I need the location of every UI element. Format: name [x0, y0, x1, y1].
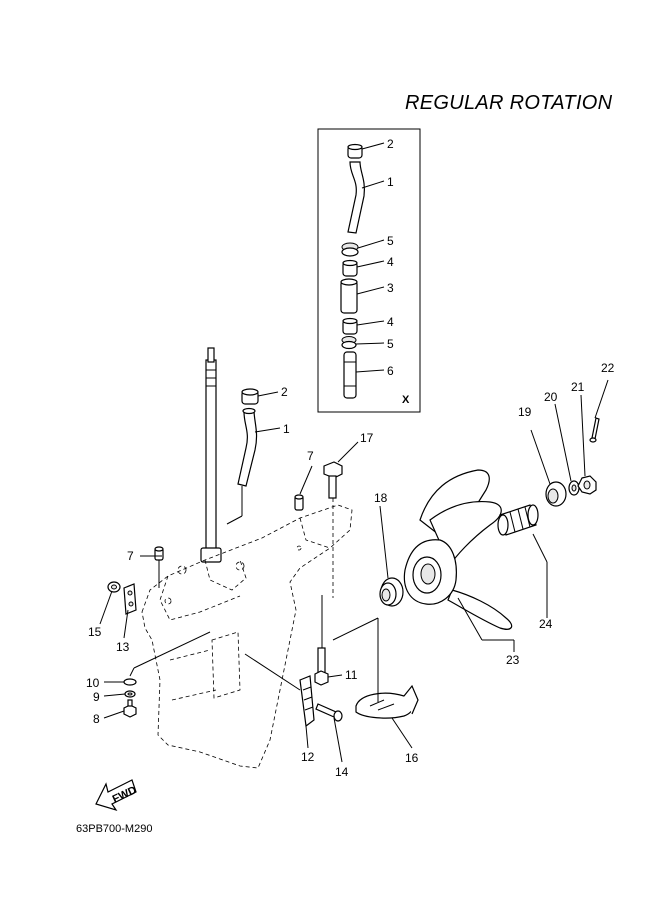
- inset-part-5-seal-top[interactable]: [341, 242, 359, 257]
- callout-5-inset-top: 5: [387, 234, 394, 248]
- fwd-arrow-icon: FWD: [95, 779, 139, 812]
- anode-16[interactable]: [355, 684, 419, 719]
- callout-12: 12: [301, 750, 315, 764]
- callout-2-inset: 2: [387, 137, 394, 151]
- callout-5-inset-bottom: 5: [387, 337, 394, 351]
- callout-7-left: 7: [127, 549, 134, 563]
- callout-4-inset-top: 4: [387, 255, 394, 269]
- callout-9: 9: [93, 690, 100, 704]
- dowel-pin-7-right[interactable]: [294, 494, 304, 511]
- inset-marker-x: X: [402, 394, 410, 406]
- inset-part-6-pipe[interactable]: [343, 351, 357, 399]
- callout-18: 18: [374, 491, 388, 505]
- bolt-11[interactable]: [314, 647, 329, 686]
- fwd-label: FWD: [111, 784, 139, 805]
- spacer-19[interactable]: [545, 481, 567, 507]
- cotter-pin-22[interactable]: [589, 417, 600, 443]
- detail-inset: 2 1 5 4 3 4 5 6 X: [317, 128, 421, 413]
- bolt-14[interactable]: [315, 703, 343, 722]
- spline-bushing-24[interactable]: [497, 504, 539, 536]
- washer-20[interactable]: [568, 480, 580, 496]
- lower-casing: [141, 504, 353, 769]
- callout-16: 16: [405, 751, 419, 765]
- callout-8: 8: [93, 712, 100, 726]
- callout-3-inset: 3: [387, 281, 394, 295]
- drawing-code: 63PB700-M290: [76, 823, 153, 835]
- callout-22: 22: [601, 361, 615, 375]
- callout-11: 11: [345, 668, 358, 682]
- callout-15: 15: [88, 625, 102, 639]
- propeller[interactable]: [403, 469, 513, 630]
- plate-13[interactable]: [123, 583, 137, 615]
- bolt-8[interactable]: [123, 699, 137, 718]
- callout-19: 19: [518, 405, 532, 419]
- bracket-12[interactable]: [299, 675, 315, 728]
- callout-7-right: 7: [307, 449, 314, 463]
- bolt-17[interactable]: [323, 461, 343, 499]
- inset-part-1-tube[interactable]: [347, 161, 366, 234]
- washer-9[interactable]: [124, 690, 136, 698]
- nut-15[interactable]: [107, 581, 121, 593]
- diagram-title: REGULAR ROTATION: [405, 92, 613, 114]
- dowel-pin-7-left[interactable]: [154, 546, 164, 561]
- callout-1: 1: [283, 422, 290, 436]
- callout-21: 21: [571, 380, 585, 394]
- callout-2: 2: [281, 385, 288, 399]
- inset-part-2-cap[interactable]: [347, 143, 363, 159]
- inset-part-4-grommet-bottom[interactable]: [342, 317, 358, 335]
- callout-14: 14: [335, 765, 349, 779]
- washer-10[interactable]: [123, 678, 137, 686]
- water-tube-cap[interactable]: [241, 388, 259, 405]
- inset-part-4-grommet-top[interactable]: [342, 259, 358, 277]
- callout-23: 23: [506, 653, 520, 667]
- callout-4-inset-bottom: 4: [387, 315, 394, 329]
- callout-1-inset: 1: [387, 175, 394, 189]
- inset-part-3-sleeve[interactable]: [340, 278, 358, 314]
- callout-10: 10: [86, 676, 100, 690]
- nut-21[interactable]: [577, 475, 597, 495]
- inset-part-5-seal-bottom[interactable]: [341, 336, 357, 350]
- water-tube[interactable]: [237, 407, 258, 487]
- callout-13: 13: [116, 640, 130, 654]
- callout-6-inset: 6: [387, 364, 394, 378]
- callout-17: 17: [360, 431, 374, 445]
- callout-24: 24: [539, 617, 553, 631]
- callout-20: 20: [544, 390, 558, 404]
- thrust-washer-18[interactable]: [379, 577, 404, 607]
- drive-shaft[interactable]: [200, 347, 222, 563]
